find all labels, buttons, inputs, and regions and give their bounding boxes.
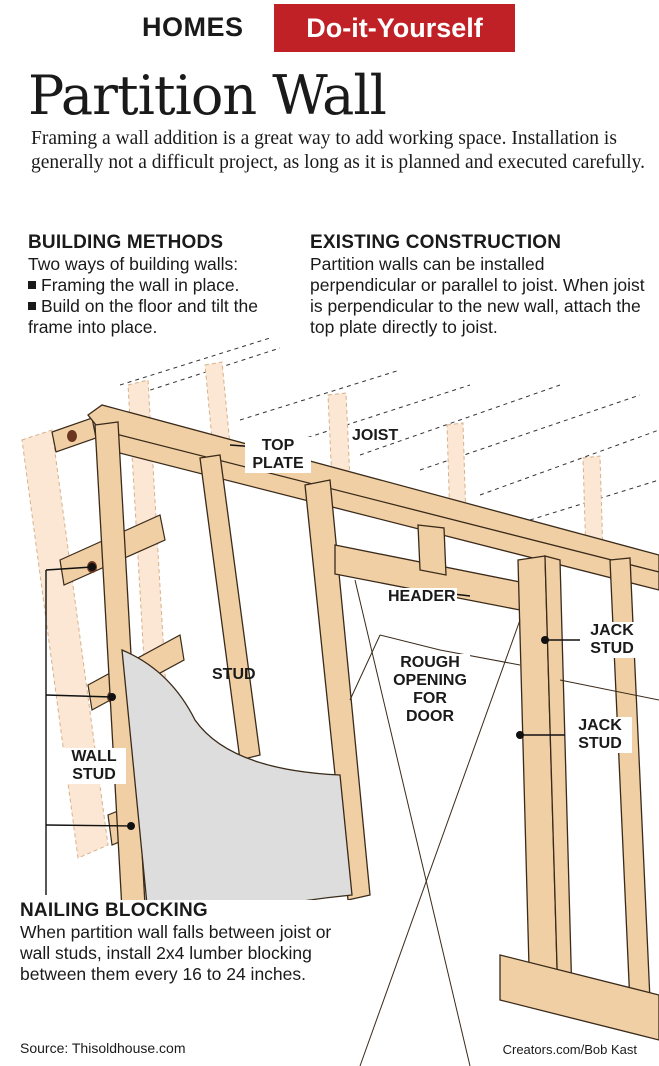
- existing-construction-heading: EXISTING CONSTRUCTION: [310, 232, 562, 253]
- existing-construction-block: EXISTING CONSTRUCTION Partition walls ca…: [310, 232, 645, 338]
- building-methods-item: Framing the wall in place.: [28, 275, 298, 296]
- wall-frame: [87, 404, 659, 1041]
- nailing-blocking-text: When partition wall falls between joist …: [20, 922, 332, 984]
- artist-credit: Creators.com/Bob Kast: [502, 1042, 637, 1057]
- diy-badge: Do-it-Yourself: [274, 4, 515, 52]
- floor-lines: [349, 579, 659, 1066]
- nailing-blocking-heading: NAILING BLOCKING: [20, 900, 208, 921]
- bullet-icon: [28, 281, 36, 289]
- label-joist: JOIST: [352, 427, 399, 444]
- label-stud: STUD: [212, 666, 256, 683]
- building-methods-heading: BUILDING METHODS: [28, 232, 224, 253]
- intro-text: Framing a wall addition is a great way t…: [31, 128, 646, 173]
- leader-dots: [88, 563, 549, 830]
- nailing-blocking-block: NAILING BLOCKING When partition wall fal…: [20, 900, 350, 985]
- building-methods-item: Build on the floor and tilt the frame in…: [28, 296, 258, 337]
- article-title: Partition Wall: [28, 64, 387, 127]
- label-top-plate: TOP PLATE: [245, 437, 311, 473]
- building-methods-block: BUILDING METHODS Two ways of building wa…: [28, 232, 298, 338]
- section-label: HOMES: [142, 12, 244, 42]
- source-credit: Source: Thisoldhouse.com: [20, 1040, 186, 1056]
- label-rough-opening: ROUGH OPENING FOR DOOR: [390, 654, 470, 726]
- bullet-icon: [28, 302, 36, 310]
- label-jack-stud-upper: JACK STUD: [580, 622, 644, 658]
- building-methods-lead: Two ways of building walls:: [28, 254, 239, 274]
- label-jack-stud-lower: JACK STUD: [568, 717, 632, 753]
- existing-construction-text: Partition walls can be installed perpend…: [310, 254, 645, 337]
- label-header: HEADER: [387, 588, 457, 606]
- label-wall-stud: WALL STUD: [62, 748, 126, 784]
